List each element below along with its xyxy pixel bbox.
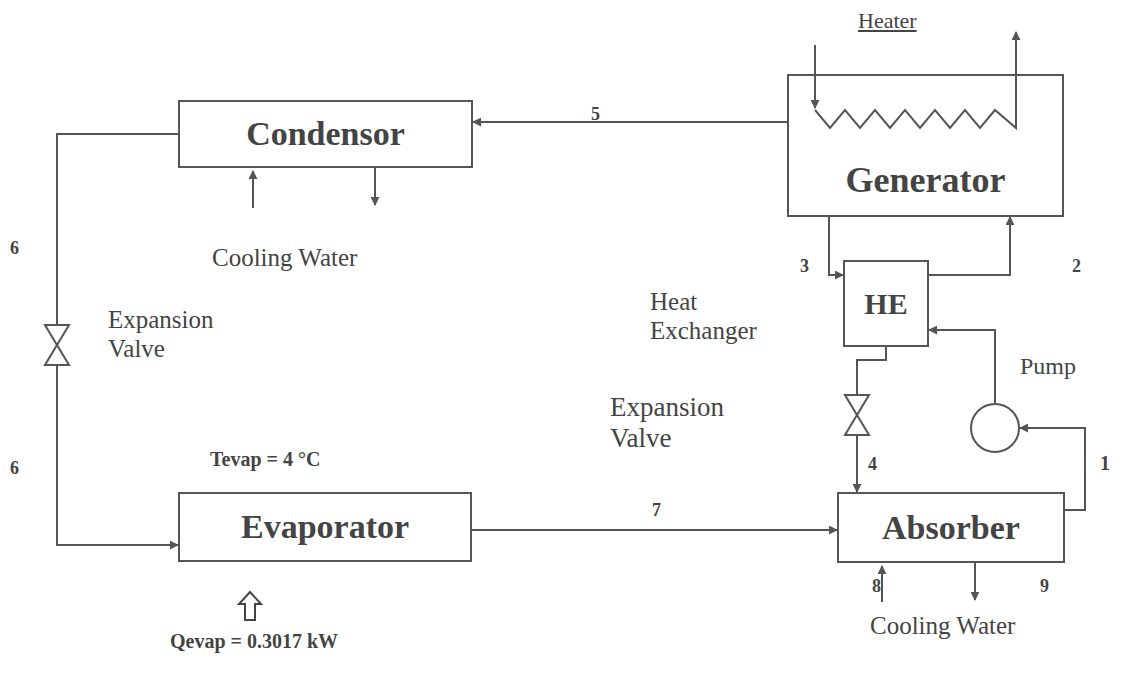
heater-coil [815,32,1016,128]
cooling-water-label: Cooling Water [212,244,357,273]
cooling-water-label: Cooling Water [870,612,1015,641]
valve-label: Expansion Valve [610,392,780,454]
callout-number: 8 [872,576,881,597]
callout-number: 2 [1072,256,1081,277]
box-title: Condensor [246,115,405,153]
box-title: Evaporator [241,508,409,546]
box-title: Generator [846,159,1006,201]
heater-label: Heater [858,8,917,33]
flow-line [929,217,1010,275]
expansion-valve [45,325,69,365]
pump-label: Pump [1020,353,1076,380]
flow-line [473,121,787,123]
flow-line [472,529,837,531]
callout-number: 1 [1100,452,1110,475]
expansion-valve [845,395,869,435]
callout-number: 6 [10,238,19,259]
callout-number: 4 [868,454,877,475]
flow-line [1020,428,1085,510]
callout-number: 9 [1040,576,1049,597]
flow-line [929,330,995,403]
generator-box: Generator [787,74,1064,217]
callout-number: 3 [800,256,809,277]
process-box: Condensor [178,100,473,168]
pump-circle: Pump [970,403,1020,453]
heat-input-arrow [239,592,261,620]
process-box: Evaporator [178,492,472,562]
valve-label: Expansion Valve [108,306,238,364]
callout-number: 5 [591,104,600,125]
callout-number: 7 [652,500,661,521]
callout-number: 6 [10,458,19,479]
box-title: Absorber [882,509,1020,547]
box-title: HE [864,287,907,321]
flow-line [857,347,886,492]
evaporator-temperature: Tevap = 4 °C [210,448,320,471]
absorber-box: Absorber [837,492,1065,563]
evaporator-load: Qevap = 0.3017 kW [170,630,338,653]
flow-line [829,217,843,275]
heat-exchanger-label: Heat Exchanger [650,288,810,346]
heat-exchanger-box: HE [843,260,929,347]
